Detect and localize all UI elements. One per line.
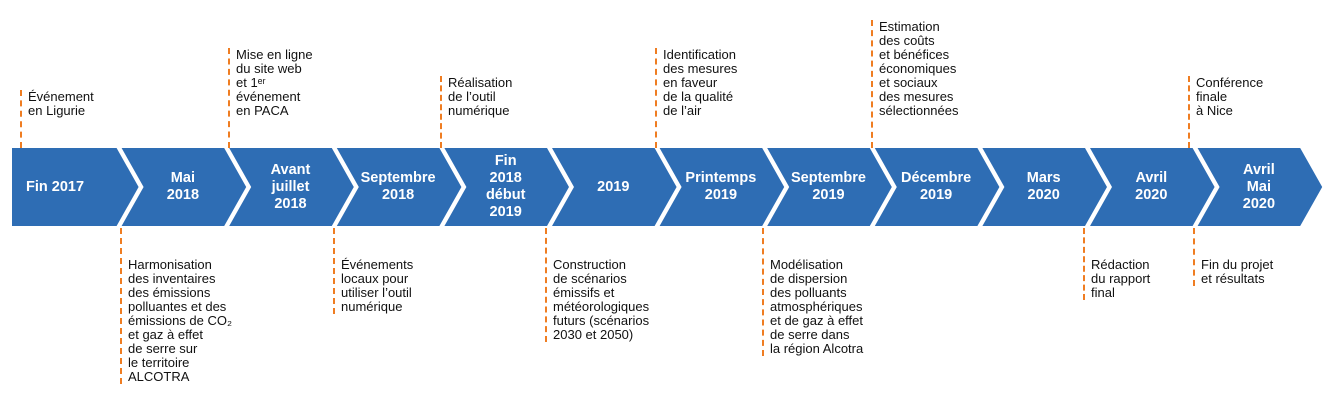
dashed-connector	[1083, 228, 1085, 300]
dashed-connector	[1193, 228, 1195, 286]
segment-date-label: Avril 2020	[1135, 170, 1168, 203]
milestone-note-above: Identification des mesures en faveur de …	[663, 47, 738, 118]
chevron-segment	[552, 148, 677, 226]
chevron-segment	[12, 148, 139, 226]
chevron-segment	[1197, 148, 1323, 226]
milestone-note-below: Modélisation de dispersion des polluants…	[770, 257, 864, 356]
chevron-segment	[874, 148, 1000, 226]
dashed-connector	[871, 20, 873, 148]
chevron-segment	[121, 148, 247, 226]
milestone-note-below: Construction de scénarios émissifs et mé…	[553, 257, 650, 342]
dashed-connector	[440, 76, 442, 148]
milestone-note-below: Fin du projet et résultats	[1201, 257, 1274, 286]
chevron-segment	[336, 148, 462, 226]
milestone-note-below: Événements locaux pour utiliser l’outil …	[341, 257, 414, 314]
dashed-connector	[333, 228, 335, 314]
chevron-segment	[767, 148, 892, 226]
segment-date-label: Mars 2020	[1026, 170, 1061, 203]
milestone-note-above: Estimation des coûts et bénéfices économ…	[879, 19, 959, 118]
dashed-connector	[1188, 76, 1190, 148]
dashed-connector	[545, 228, 547, 342]
milestone-note-above: Réalisation de l’outil numérique	[448, 75, 513, 118]
milestone-note-above: Mise en ligne du site web et 1ᵉʳ événeme…	[236, 47, 313, 118]
segment-date-label: Décembre 2019	[901, 170, 972, 203]
chevron-segment	[444, 148, 569, 226]
segment-date-label: Mai 2018	[166, 170, 200, 203]
segment-date-label: Avril Mai 2020	[1242, 161, 1276, 212]
segment-date-label: Septembre 2018	[360, 170, 436, 203]
dashed-connector	[20, 90, 22, 148]
chevron-segment	[1090, 148, 1215, 226]
dashed-connector	[120, 228, 122, 384]
segment-date-label: 2019	[597, 178, 630, 195]
milestone-note-below: Harmonisation des inventaires des émissi…	[128, 257, 233, 384]
segment-date-label: Printemps 2019	[685, 170, 757, 203]
milestone-note-below: Rédaction du rapport final	[1091, 257, 1151, 300]
milestone-note-above: Événement en Ligurie	[28, 89, 94, 118]
segment-date-label: Fin 2018 début 2019	[485, 153, 526, 220]
dashed-connector	[655, 48, 657, 148]
chevron-segment	[659, 148, 785, 226]
chevron-segment	[982, 148, 1107, 226]
milestone-note-above: Conférence finale à Nice	[1196, 75, 1264, 118]
segment-date-label: Septembre 2019	[791, 170, 866, 203]
dashed-connector	[762, 228, 764, 356]
segment-date-label: Avant juillet 2018	[270, 161, 311, 212]
segment-date-label: Fin 2017	[25, 178, 85, 195]
dashed-connector	[228, 48, 230, 148]
chevron-segment	[229, 148, 354, 226]
